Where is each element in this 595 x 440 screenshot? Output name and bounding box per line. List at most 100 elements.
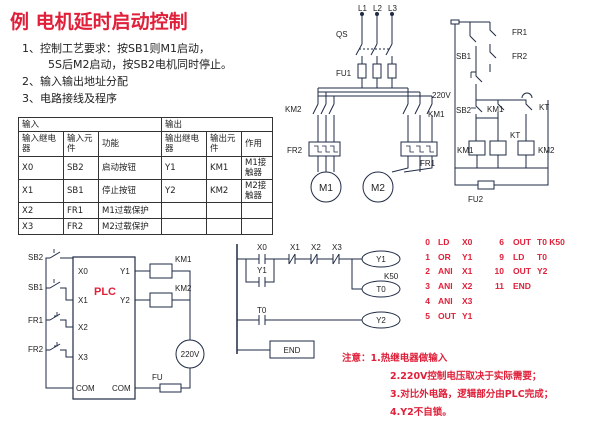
phase-label: L3 — [388, 4, 397, 13]
km1-coil-output-label: KM1 — [175, 255, 192, 264]
in-relay-cell: X3 — [18, 218, 64, 235]
note-line-3: 3.对比外电路，逻辑部分由PLC完成； — [390, 389, 554, 400]
requirement-line-2: 5S后M2启动，按SB2电机同时停止。 — [48, 58, 232, 71]
svg-text:Y1: Y1 — [462, 252, 473, 262]
svg-text:OR: OR — [438, 252, 451, 262]
instruction-row: 5 OUT Y1 — [425, 311, 472, 321]
instruction-row: 1 OR Y1 — [425, 252, 472, 262]
svg-text:11: 11 — [495, 281, 504, 291]
svg-text:T0 K50: T0 K50 — [537, 237, 565, 247]
plc-box — [72, 256, 136, 400]
contact-x2-label: X2 — [311, 243, 321, 252]
sb1-device-label: SB1 — [28, 283, 44, 292]
svg-text:X0: X0 — [462, 237, 473, 247]
col-effect: 作用 — [241, 131, 273, 157]
fu1-label: FU1 — [336, 69, 352, 78]
svg-text:10: 10 — [495, 266, 505, 276]
contact-y1-label: Y1 — [257, 266, 267, 275]
contact-x3-label: X3 — [332, 243, 342, 252]
control-voltage-label: 220V — [432, 91, 451, 100]
plc-label: PLC — [94, 286, 116, 298]
qs-label: QS — [336, 30, 348, 39]
svg-text:3: 3 — [425, 281, 430, 291]
km2-contact-label: KM2 — [285, 105, 302, 114]
function-cell: 启动按钮 — [98, 156, 162, 180]
requirement-line-1: 1、控制工艺要求：按SB1则M1启动， — [22, 42, 211, 55]
effect-cell: M1接触器 — [241, 156, 273, 180]
terminal-com-right: COM — [112, 384, 131, 393]
io-assignment-table: 输入 输出 输入继电器 输入元件 功能 输出继电器 输出元件 作用 X0 SB2… — [18, 117, 273, 235]
km1-contact-label: KM1 — [428, 110, 445, 119]
col-function: 功能 — [98, 131, 162, 157]
svg-text:Y1: Y1 — [462, 311, 473, 321]
svg-text:Y2: Y2 — [537, 266, 548, 276]
fr2-contact-label: FR2 — [512, 52, 528, 61]
instruction-row: 11 END — [495, 281, 531, 291]
instruction-row: 10 OUT Y2 — [495, 266, 548, 276]
relay-control-circuit: FR1 FR2 SB1 SB2 KM1 KT 220V KM1 KT KM2 F… — [432, 19, 555, 204]
timer-preset-label: K50 — [384, 272, 399, 281]
svg-text:OUT: OUT — [513, 237, 532, 247]
terminal-y2: Y2 — [120, 296, 130, 305]
contact-t0-label: T0 — [257, 306, 267, 315]
power-circuit: L1 L2 L3 QS FU1 KM2 KM1 FR2 FR1 — [285, 4, 445, 203]
coil-y1-label: Y1 — [376, 255, 386, 264]
fr1-device-label: FR1 — [28, 316, 44, 325]
svg-text:1: 1 — [425, 252, 430, 262]
fr2-device-label: FR2 — [28, 345, 44, 354]
instruction-row: 0 LD X0 — [425, 237, 472, 247]
svg-text:4: 4 — [425, 296, 430, 306]
phase-label: L1 — [358, 4, 367, 13]
svg-text:X3: X3 — [462, 296, 473, 306]
motor-m2-label: M2 — [371, 183, 385, 194]
sb1-label: SB1 — [456, 52, 472, 61]
plc-wiring-diagram: PLC X0 X1 X2 X3 COM COM Y1 Y2 SB2 SB1 FR… — [28, 249, 205, 400]
sb2-label: SB2 — [456, 106, 472, 115]
terminal-x1: X1 — [78, 296, 88, 305]
note-line-2: 2.220V控制电压取决于实际需要； — [390, 371, 542, 382]
contact-x1-label: X1 — [290, 243, 300, 252]
phase-label: L2 — [373, 4, 382, 13]
svg-text:END: END — [513, 281, 531, 291]
table-row: X2 FR1 M1过载保护 — [18, 202, 273, 219]
fu2-label: FU2 — [468, 195, 484, 204]
effect-cell — [241, 218, 273, 235]
end-block — [269, 340, 315, 359]
svg-text:ANI: ANI — [438, 266, 453, 276]
terminal-x3: X3 — [78, 353, 88, 362]
col-output-element: 输出元件 — [206, 131, 242, 157]
coil-y1 — [361, 250, 401, 268]
col-input-relay: 输入继电器 — [18, 131, 64, 157]
page-title: 例 电机延时启动控制 — [10, 11, 188, 33]
svg-text:X2: X2 — [462, 281, 473, 291]
plc-voltage-label: 220V — [181, 350, 200, 359]
instruction-row: 9 LD T0 — [499, 252, 547, 262]
io-column-header-row: 输入继电器 输入元件 功能 输出继电器 输出元件 作用 — [18, 131, 273, 157]
contact-x0-label: X0 — [257, 243, 267, 252]
function-cell: M2过载保护 — [98, 218, 162, 235]
svg-text:LD: LD — [513, 252, 524, 262]
requirement-line-4: 3、电路接线及程序 — [22, 92, 117, 105]
terminal-x0: X0 — [78, 267, 88, 276]
terminal-y1: Y1 — [120, 267, 130, 276]
table-row: X0 SB2 启动按钮 Y1 KM1 M1接触器 — [18, 156, 273, 180]
svg-text:X1: X1 — [462, 266, 473, 276]
instruction-row: 6 OUT T0 K50 — [499, 237, 565, 247]
col-input-element: 输入元件 — [63, 131, 99, 157]
svg-text:ANI: ANI — [438, 281, 453, 291]
instruction-row: 3 ANI X2 — [425, 281, 472, 291]
kt-coil-label: KT — [510, 131, 520, 140]
km2-coil-output-label: KM2 — [175, 284, 192, 293]
motor-m1-icon — [310, 171, 342, 203]
note-line-1: 注意：1.热继电器做输入 — [342, 353, 448, 364]
ac-source-icon — [175, 339, 205, 369]
svg-text:0: 0 — [425, 237, 430, 247]
coil-t0 — [361, 280, 401, 298]
ladder-diagram: X0 X1 X2 X3 Y1 Y1 T0 K50 T0 Y2 END — [236, 243, 401, 359]
svg-text:OUT: OUT — [438, 311, 457, 321]
end-label: END — [284, 346, 301, 355]
motor-m2-icon — [362, 171, 394, 203]
terminal-com-left: COM — [76, 384, 95, 393]
sb2-device-label: SB2 — [28, 253, 44, 262]
